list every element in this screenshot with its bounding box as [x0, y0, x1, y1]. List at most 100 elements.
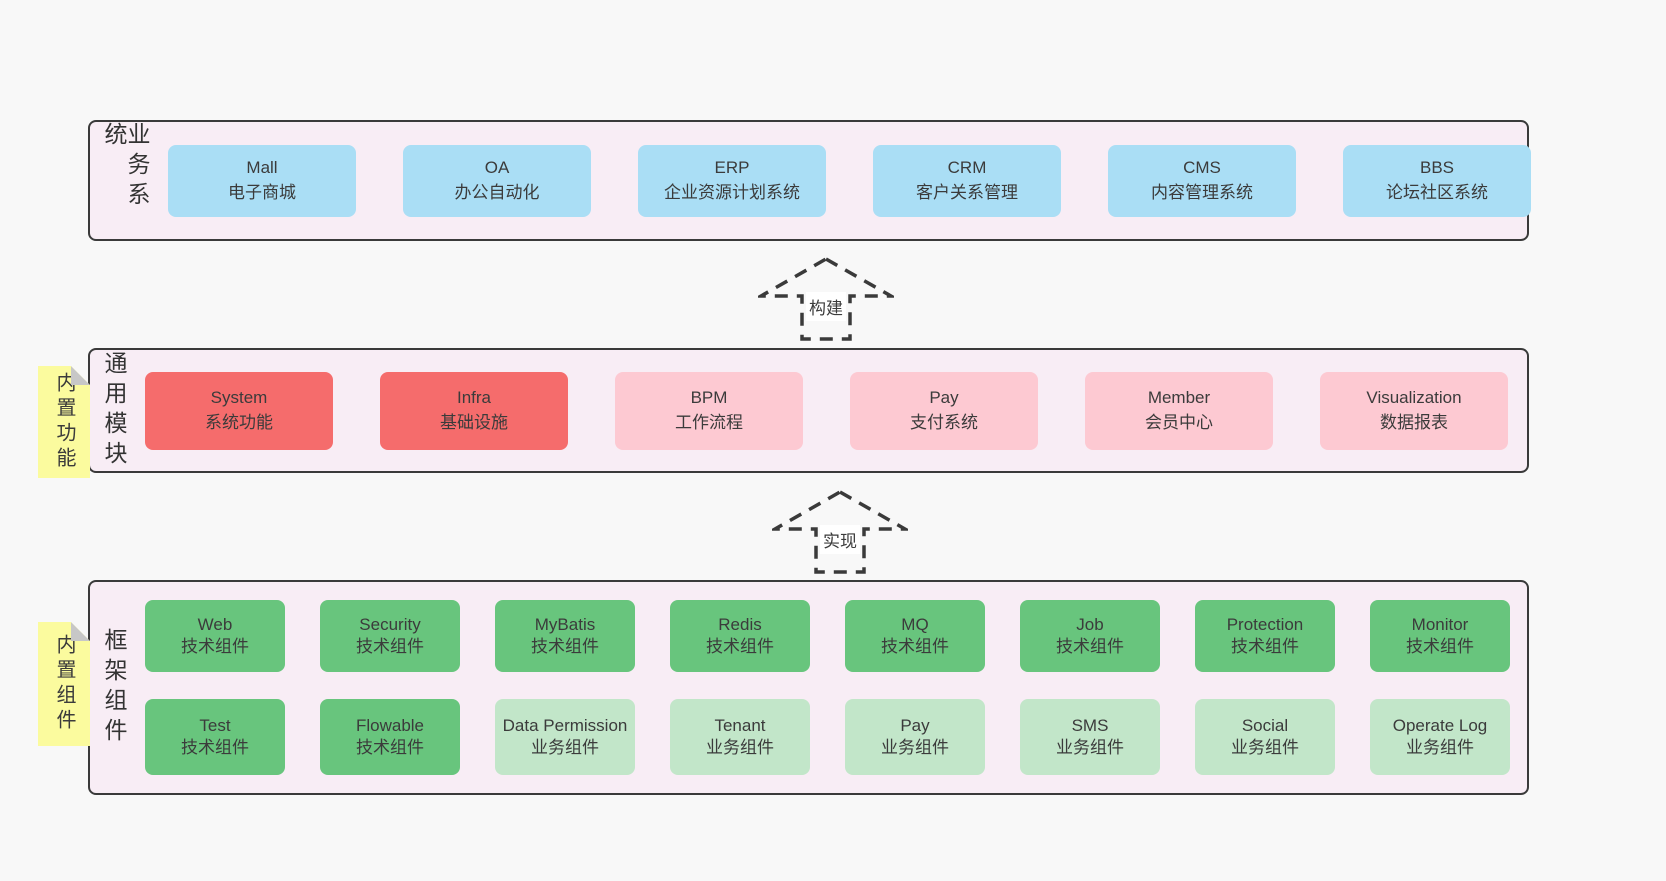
module-desc: 基础设施: [440, 412, 508, 432]
module-box-job: Job 技术组件: [1020, 600, 1160, 672]
module-desc: 业务组件: [706, 738, 774, 757]
module-desc: 业务组件: [881, 738, 949, 757]
module-desc: 技术组件: [1406, 637, 1474, 656]
module-name: Data Permission: [502, 715, 628, 735]
module-name: Visualization: [1366, 387, 1462, 407]
module-box-infra: Infra 基础设施: [380, 371, 568, 450]
sticky-note-built-in-components: 内置组件: [38, 622, 90, 746]
module-desc: 客户关系管理: [916, 182, 1018, 202]
module-desc: 业务组件: [531, 738, 599, 757]
module-desc: 技术组件: [181, 637, 249, 656]
module-box-bpm: BPM 工作流程: [615, 371, 803, 450]
module-box-erp: ERP 企业资源计划系统: [638, 144, 826, 217]
band-common-modules: 通用模块 System 系统功能 Infra 基础设施 BPM 工作流程 Pay 支付系统 Me…: [88, 348, 1529, 473]
module-desc: 企业资源计划系统: [664, 182, 800, 202]
module-box-cms: CMS 内容管理系统: [1108, 144, 1296, 217]
module-name: Infra: [456, 387, 492, 407]
module-name: OA: [484, 157, 510, 177]
common-module-boxes: System 系统功能 Infra 基础设施 BPM 工作流程 Pay 支付系统 Member 会…: [145, 371, 1508, 450]
module-desc: 内容管理系统: [1151, 182, 1253, 202]
module-box-oa: OA 办公自动化: [403, 144, 591, 217]
module-desc: 办公自动化: [454, 182, 540, 202]
module-desc: 系统功能: [205, 412, 273, 432]
module-desc: 技术组件: [706, 637, 774, 656]
module-box-mq: MQ 技术组件: [845, 600, 985, 672]
module-box-pay: Pay 支付系统: [850, 371, 1038, 450]
module-desc: 工作流程: [675, 412, 743, 432]
build-arrow: 构建: [758, 256, 894, 342]
module-box-social: Social 业务组件: [1195, 699, 1335, 775]
module-name: Web: [197, 614, 233, 634]
module-name: BBS: [1419, 157, 1455, 177]
module-name: Protection: [1226, 614, 1304, 634]
implement-arrow: 实现: [772, 489, 908, 575]
module-name: System: [210, 387, 268, 407]
module-name: MyBatis: [534, 614, 596, 634]
module-desc: 业务组件: [1406, 738, 1474, 757]
module-box-visualization: Visualization 数据报表: [1320, 371, 1508, 450]
module-name: ERP: [714, 157, 750, 177]
module-name: Security: [359, 614, 421, 634]
module-name: Pay: [900, 715, 930, 735]
module-name: SMS: [1071, 715, 1109, 735]
module-desc: 技术组件: [1056, 637, 1124, 656]
module-desc: 技术组件: [531, 637, 599, 656]
band-label-framework-components: 框架组件: [101, 627, 127, 748]
module-name: Social: [1241, 715, 1289, 735]
module-desc: 支付系统: [910, 412, 978, 432]
module-box-redis: Redis 技术组件: [670, 600, 810, 672]
module-name: MQ: [901, 614, 929, 634]
module-name: Job: [1076, 614, 1104, 634]
module-box-protection: Protection 技术组件: [1195, 600, 1335, 672]
sticky-note-built-in-functions: 内置功能: [38, 366, 90, 478]
module-box-tenant: Tenant 业务组件: [670, 699, 810, 775]
module-desc: 技术组件: [881, 637, 949, 656]
module-desc: 论坛社区系统: [1386, 182, 1488, 202]
module-name: Pay: [929, 387, 959, 407]
module-box-bbs: BBS 论坛社区系统: [1343, 144, 1531, 217]
module-desc: 电子商城: [228, 182, 296, 202]
module-box-monitor: Monitor 技术组件: [1370, 600, 1510, 672]
module-name: Member: [1147, 387, 1211, 407]
module-name: Operate Log: [1392, 715, 1488, 735]
module-name: Tenant: [714, 715, 766, 735]
module-box-pay: Pay 业务组件: [845, 699, 985, 775]
module-desc: 业务组件: [1231, 738, 1299, 757]
module-desc: 技术组件: [1231, 637, 1299, 656]
sticky-note-label: 内置功能: [53, 372, 75, 472]
sticky-note-label: 内置组件: [53, 634, 75, 734]
module-desc: 会员中心: [1145, 412, 1213, 432]
module-name: Redis: [718, 614, 762, 634]
module-box-mybatis: MyBatis 技术组件: [495, 600, 635, 672]
module-box-web: Web 技术组件: [145, 600, 285, 672]
module-box-security: Security 技术组件: [320, 600, 460, 672]
module-name: CMS: [1183, 157, 1221, 177]
implement-arrow-label: 实现: [820, 525, 860, 554]
module-desc: 数据报表: [1380, 412, 1448, 432]
module-box-member: Member 会员中心: [1085, 371, 1273, 450]
module-box-sms: SMS 业务组件: [1020, 699, 1160, 775]
module-desc: 技术组件: [356, 637, 424, 656]
module-name: BPM: [690, 387, 728, 407]
band-label-business-systems: 业务系统: [101, 122, 150, 212]
module-box-data-permission: Data Permission 业务组件: [495, 699, 635, 775]
module-box-flowable: Flowable 技术组件: [320, 699, 460, 775]
module-desc: 业务组件: [1056, 738, 1124, 757]
module-box-system: System 系统功能: [145, 371, 333, 450]
band-label-common-modules: 通用模块: [101, 350, 127, 471]
build-arrow-label: 构建: [806, 292, 846, 321]
module-name: Monitor: [1411, 614, 1469, 634]
module-desc: 技术组件: [356, 738, 424, 757]
module-name: Flowable: [355, 715, 425, 735]
module-desc: 技术组件: [181, 738, 249, 757]
